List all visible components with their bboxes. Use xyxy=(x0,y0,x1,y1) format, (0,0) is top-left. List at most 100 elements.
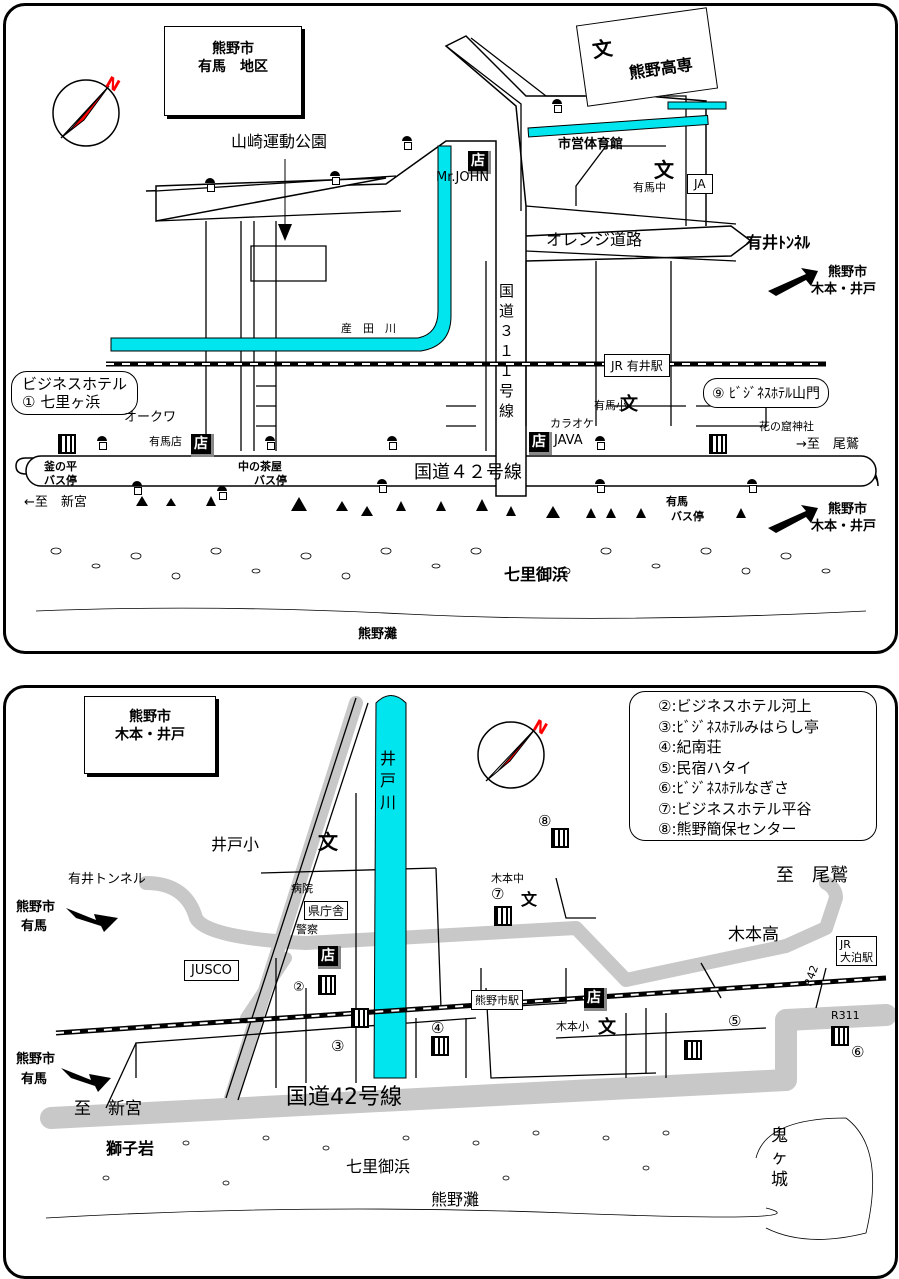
compass-icon xyxy=(52,79,120,147)
shop-station-icon: 店 xyxy=(584,988,607,1011)
hotel9-label: ⑨ ﾋﾞｼﾞﾈｽﾎﾃﾙ山門 xyxy=(703,378,830,408)
area-title-city: 熊野市 xyxy=(129,709,171,725)
direction2-kumano-label: 熊野市 xyxy=(828,502,868,517)
legend-item: ⑧:熊野簡保センター xyxy=(658,820,797,838)
bus-nakanochaya-1: 中の茶屋 xyxy=(238,460,282,473)
onigajo-label: 鬼ヶ城 xyxy=(771,1126,788,1190)
beach-label: 七里御浜 xyxy=(346,1157,411,1176)
hotel2-number: ② xyxy=(293,980,305,995)
hotel4-icon xyxy=(431,1036,449,1056)
shishiiwa-label: 獅子岩 xyxy=(106,1139,155,1158)
river-label: 産 田 川 xyxy=(341,322,396,335)
shrine-label: 花の窟神社 xyxy=(759,420,814,433)
bus-stop-icon xyxy=(401,136,413,150)
legend-item: ⑦:ビジネスホテル平谷 xyxy=(658,799,812,818)
kosen-label: 熊野高専 xyxy=(627,54,694,83)
map-arima-roads: N xyxy=(15,35,879,619)
bus-stop-icon xyxy=(216,486,228,500)
map-kimoto: N 熊野市 木本・井戸 ②:ビジネスホテル河上 ③:ﾋﾞｼﾞﾈｽﾎﾃﾙみはらし亭… xyxy=(3,685,898,1279)
bus-stop-icon xyxy=(264,436,276,450)
orange-road-label: オレンジ道路 xyxy=(546,230,643,249)
hotel8-icon xyxy=(551,828,569,848)
park-label: 山崎運動公園 xyxy=(231,132,328,151)
hotel1-line1: ビジネスホテル xyxy=(22,375,128,393)
hotel7-number: ⑦ xyxy=(491,885,505,903)
kimoto-elem-label: 木本小 xyxy=(556,1020,589,1033)
to-owase-label: 至 尾鷲 xyxy=(776,865,848,886)
kimoto-mid-icon: 文 xyxy=(521,890,538,909)
legend-item: ⑤:民宿ハタイ xyxy=(658,758,752,777)
direction-kimoto-label: 木本・井戸 xyxy=(811,282,877,297)
bus-stop-icon xyxy=(551,99,563,113)
bus-stop-icon xyxy=(204,178,216,192)
bus-stop-icon xyxy=(96,436,108,450)
hotel7-icon xyxy=(494,906,512,926)
area-title-district: 有馬 地区 xyxy=(198,58,268,75)
bus-stop-icon xyxy=(386,436,398,450)
jr-label: JR xyxy=(840,938,851,951)
station-label: JR 有井駅 xyxy=(604,354,670,377)
okuwa-label: オークワ xyxy=(124,410,177,425)
area-title-city: 熊野市 xyxy=(212,41,254,57)
hotel2-icon xyxy=(318,975,336,995)
beach-label: 七里御浜 xyxy=(504,565,569,584)
hotel8-number: ⑧ xyxy=(538,812,552,830)
bus-stop-icon xyxy=(746,479,758,493)
bus-stop-icon xyxy=(594,436,606,450)
kimoto-high-label: 木本高 xyxy=(728,925,779,945)
station-odomari-label: 大泊駅 xyxy=(840,951,873,965)
direction-kumano-label: 熊野市 xyxy=(16,900,56,915)
direction-arima-label: 有馬 xyxy=(21,919,48,934)
mrjohn-label: Mr.JOHN xyxy=(436,170,490,185)
bus-nakanochaya-2: バス停 xyxy=(254,474,287,487)
legend-item: ③:ﾋﾞｼﾞﾈｽﾎﾃﾙみはらし亭 xyxy=(658,717,820,736)
ja-label: JA xyxy=(687,174,713,194)
direction-kumano-label: 熊野市 xyxy=(828,265,868,280)
jr-label: JR xyxy=(611,359,623,373)
elem-school-icon: 文 xyxy=(620,394,638,415)
route42-label: 国道４２号線 xyxy=(414,462,522,483)
station-name: 有井駅 xyxy=(626,359,663,373)
bus-arima-1: 有馬 xyxy=(666,495,688,508)
direction2-kumano-label: 熊野市 xyxy=(16,1052,56,1067)
direction2-kimoto-label: 木本・井戸 xyxy=(811,519,877,534)
kimoto-elem-icon: 文 xyxy=(598,1017,616,1038)
area-title-box: 熊野市 有馬 地区 xyxy=(164,26,302,116)
legend-item: ②:ビジネスホテル河上 xyxy=(658,697,812,715)
sea-label: 熊野灘 xyxy=(431,1190,480,1209)
mid-school-icon: 文 xyxy=(654,158,674,182)
route42-label: 国道42号線 xyxy=(286,1085,402,1110)
hotel6-icon xyxy=(831,1026,849,1046)
bus-kamanohira-2: バス停 xyxy=(44,474,77,487)
area-title-box: 熊野市 木本・井戸 xyxy=(84,696,216,774)
bus-stop-icon xyxy=(376,479,388,493)
shop-icon: 店 xyxy=(468,151,491,174)
bus-stop-icon xyxy=(131,481,143,495)
r311-label: R311 xyxy=(831,1009,860,1022)
area-title-district: 木本・井戸 xyxy=(115,726,185,743)
to-owase-label: →至 尾鷲 xyxy=(796,437,859,452)
school-icon: 文 xyxy=(590,35,615,63)
river-label: 井戸川 xyxy=(380,749,397,812)
elem-school-label: 有馬小 xyxy=(594,399,627,412)
route311-label: 国道３１１号線 xyxy=(499,282,515,420)
to-shingu-label: ←至 新宮 xyxy=(24,495,87,510)
shop-jusco-icon: 店 xyxy=(318,946,341,969)
hotel1-icon xyxy=(58,434,76,454)
bus-stop-icon xyxy=(594,479,606,493)
legend-item: ⑥:ﾋﾞｼﾞﾈｽﾎﾃﾙなぎさ xyxy=(658,779,790,797)
station-odomari-box: JR 大泊駅 xyxy=(836,936,877,967)
tunnel-label: 有井ﾄﾝﾈﾙ xyxy=(746,233,811,252)
ido-school-icon: 文 xyxy=(318,830,338,854)
sea-label: 熊野灘 xyxy=(358,627,398,642)
hotel9-icon xyxy=(709,434,727,454)
hotel5-icon xyxy=(684,1040,702,1060)
hotel-legend: ②:ビジネスホテル河上 ③:ﾋﾞｼﾞﾈｽﾎﾃﾙみはらし亭 ④:紀南荘 ⑤:民宿ハ… xyxy=(629,691,877,841)
legend-item: ④:紀南荘 xyxy=(658,738,722,756)
hotel4-number: ④ xyxy=(431,1019,445,1037)
hospital-label: 病院 xyxy=(291,882,313,895)
karaoke-label: カラオケ xyxy=(550,417,594,430)
hotel3-icon xyxy=(351,1008,369,1028)
hotel1-line2: ① 七里ヶ浜 xyxy=(22,393,101,411)
gym-label: 市営体育館 xyxy=(558,137,624,152)
